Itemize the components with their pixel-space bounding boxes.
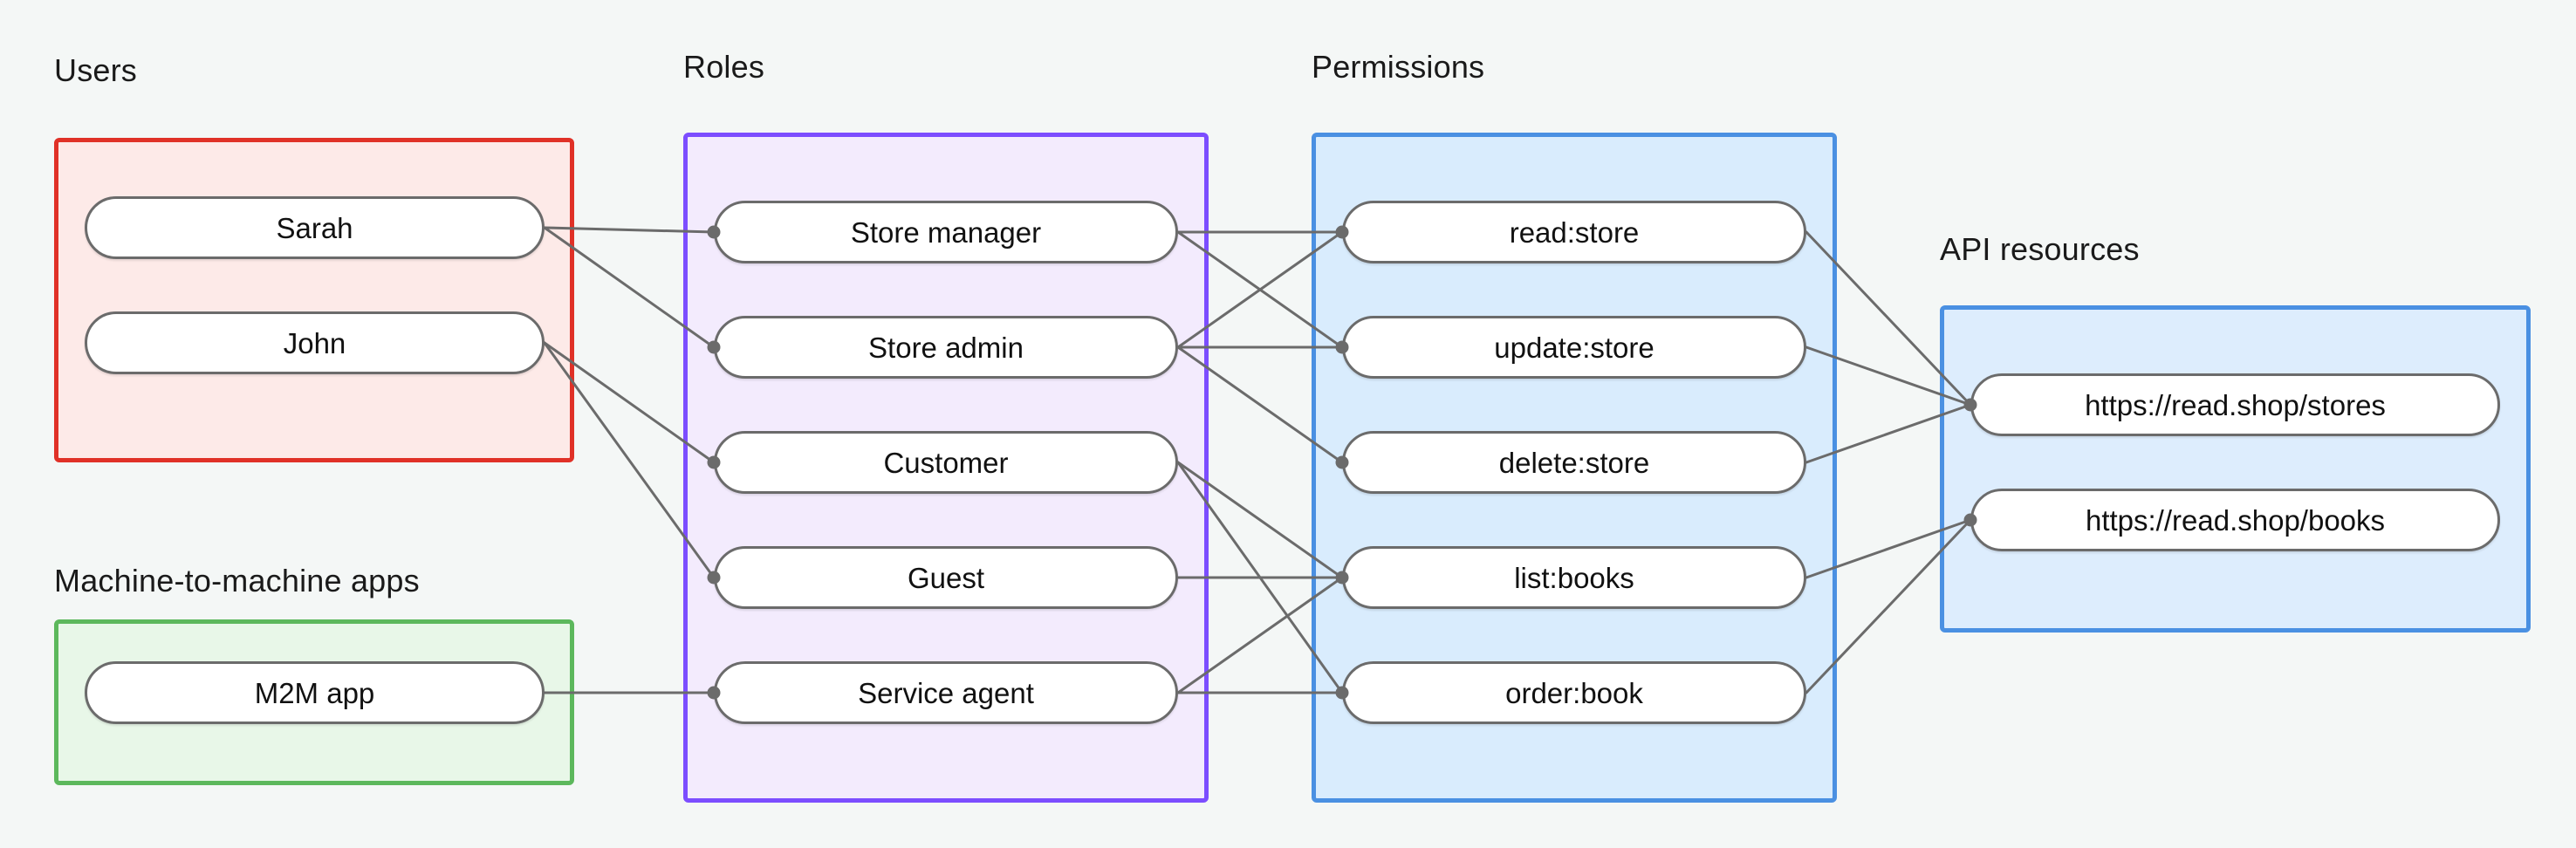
- node-label-delete_store: delete:store: [1498, 446, 1650, 479]
- node-update_store[interactable]: update:store: [1342, 316, 1806, 379]
- node-order_book[interactable]: order:book: [1342, 661, 1806, 724]
- node-store_manager[interactable]: Store manager: [714, 201, 1178, 263]
- node-m2m_app[interactable]: M2M app: [85, 661, 545, 724]
- connector-dot-read_store: [1335, 225, 1349, 239]
- node-service_agent[interactable]: Service agent: [714, 661, 1178, 724]
- node-customer[interactable]: Customer: [714, 431, 1178, 494]
- node-label-list_books: list:books: [1514, 561, 1634, 594]
- node-read_store[interactable]: read:store: [1342, 201, 1806, 263]
- connector-dot-service_agent: [707, 686, 721, 700]
- node-label-read_store: read:store: [1509, 215, 1640, 249]
- node-label-res_stores: https://read.shop/stores: [2085, 388, 2386, 421]
- group-label-permissions: Permissions: [1312, 49, 1485, 85]
- connector-dot-res_stores: [1963, 398, 1977, 412]
- node-label-sarah: Sarah: [276, 211, 353, 244]
- group-label-roles: Roles: [683, 49, 765, 85]
- node-sarah[interactable]: Sarah: [85, 196, 545, 259]
- connector-dot-delete_store: [1335, 455, 1349, 469]
- node-res_books[interactable]: https://read.shop/books: [1970, 489, 2500, 551]
- group-box-users: [54, 138, 574, 462]
- node-label-service_agent: Service agent: [858, 676, 1034, 709]
- connector-dot-res_books: [1963, 513, 1977, 527]
- node-store_admin[interactable]: Store admin: [714, 316, 1178, 379]
- group-box-api: [1940, 305, 2531, 633]
- connector-dot-update_store: [1335, 340, 1349, 354]
- connector-dot-customer: [707, 455, 721, 469]
- group-label-users: Users: [54, 52, 138, 88]
- connector-dot-list_books: [1335, 571, 1349, 585]
- node-label-res_books: https://read.shop/books: [2085, 503, 2386, 537]
- connector-dot-order_book: [1335, 686, 1349, 700]
- node-label-store_admin: Store admin: [868, 331, 1024, 364]
- node-label-store_manager: Store manager: [850, 215, 1042, 249]
- node-label-guest: Guest: [907, 561, 985, 594]
- node-label-john: John: [283, 326, 346, 359]
- node-label-m2m_app: M2M app: [254, 676, 375, 709]
- node-list_books[interactable]: list:books: [1342, 546, 1806, 609]
- node-delete_store[interactable]: delete:store: [1342, 431, 1806, 494]
- node-john[interactable]: John: [85, 311, 545, 374]
- node-label-customer: Customer: [883, 446, 1009, 479]
- node-label-order_book: order:book: [1505, 676, 1643, 709]
- group-label-m2m: Machine-to-machine apps: [54, 563, 420, 598]
- group-label-api: API resources: [1940, 231, 2140, 267]
- connector-dot-store_admin: [707, 340, 721, 354]
- connector-dot-guest: [707, 571, 721, 585]
- node-res_stores[interactable]: https://read.shop/stores: [1970, 373, 2500, 436]
- node-guest[interactable]: Guest: [714, 546, 1178, 609]
- connector-dot-store_manager: [707, 225, 721, 239]
- node-label-update_store: update:store: [1494, 331, 1655, 364]
